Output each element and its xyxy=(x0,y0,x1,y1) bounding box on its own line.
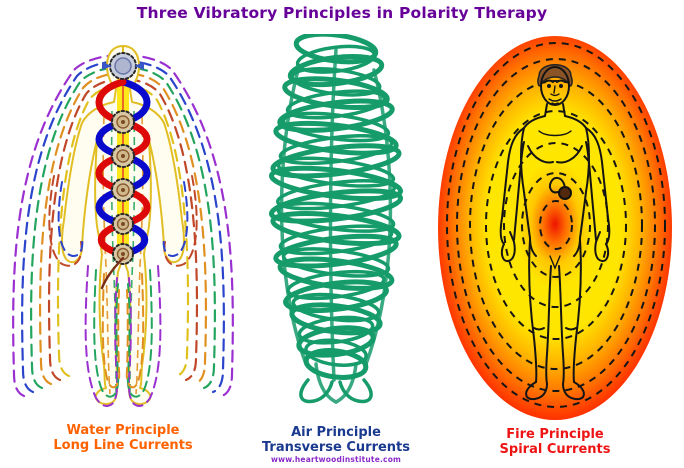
air-caption-title: Air Principle xyxy=(291,425,381,440)
air-caption: Air Principle Transverse Currents www.he… xyxy=(244,425,428,465)
air-transverse-coils xyxy=(268,34,404,380)
umbilical-center xyxy=(558,186,572,200)
water-caption-subtitle: Long Line Currents xyxy=(53,438,193,453)
page-title: Three Vibratory Principles in Polarity T… xyxy=(136,4,548,22)
fire-aura-egg xyxy=(438,36,672,420)
air-caption-subtitle: Transverse Currents xyxy=(261,440,411,455)
fire-figure-body xyxy=(499,64,611,401)
water-principle-figure xyxy=(4,26,242,420)
fire-caption-subtitle: Spiral Currents xyxy=(499,442,611,457)
fire-principle-figure xyxy=(434,28,680,422)
water-caption: Water Principle Long Line Currents xyxy=(0,423,246,453)
spiral-current-lines xyxy=(446,42,666,408)
water-caption-title: Water Principle xyxy=(66,423,180,438)
air-principle-figure xyxy=(246,34,426,420)
website-text: www.heartwoodinstitute.com xyxy=(270,455,402,464)
fire-caption-title: Fire Principle xyxy=(506,427,604,442)
umbilical-spiral-stem xyxy=(548,176,566,194)
fire-caption: Fire Principle Spiral Currents xyxy=(430,427,680,457)
air-figure-feet xyxy=(299,378,373,404)
chakra-centers xyxy=(100,52,144,290)
